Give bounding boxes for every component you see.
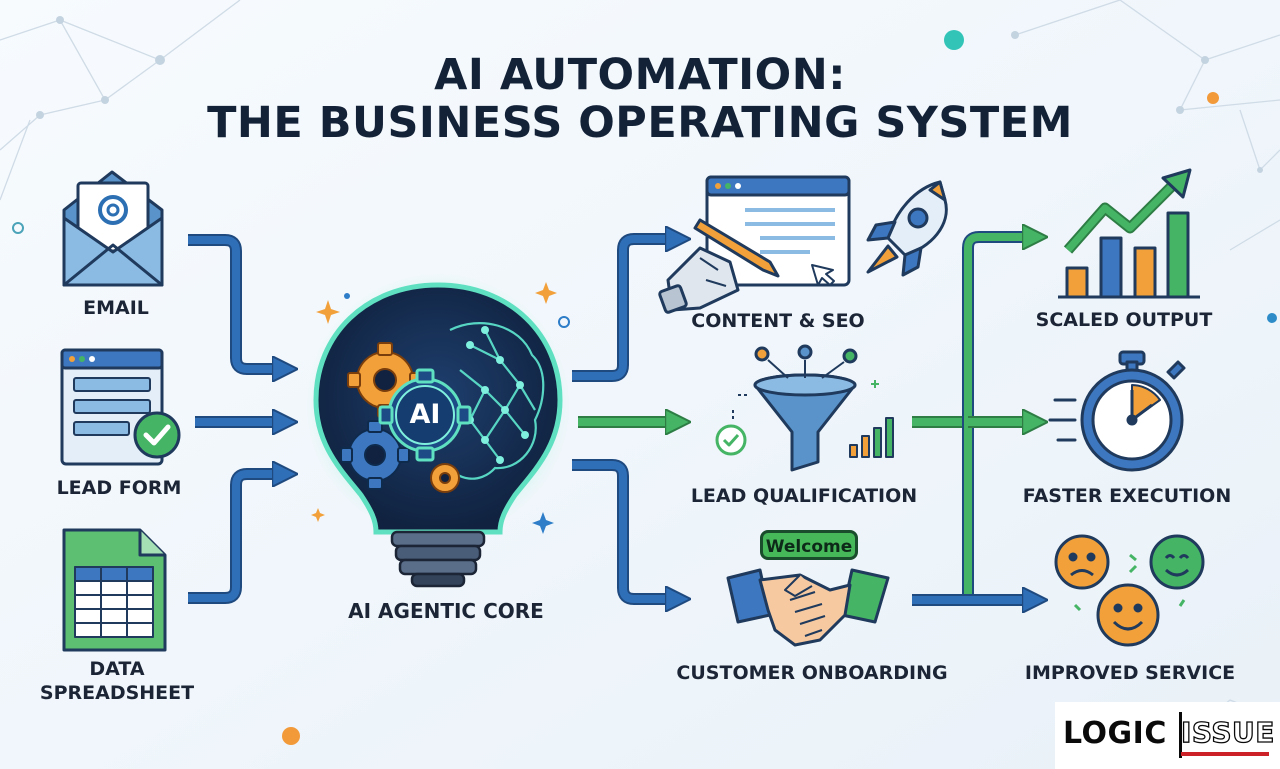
- logic-issue-logo: LOGIC ISSUE: [1055, 702, 1280, 769]
- logo-text-logic: LOGIC: [1063, 716, 1167, 751]
- label-improved-service: IMPROVED SERVICE: [1024, 662, 1236, 684]
- robot-hand-writing-icon: [658, 175, 851, 314]
- core-output-arrows: [572, 239, 678, 599]
- label-content-seo: CONTENT & SEO: [691, 310, 865, 332]
- logo-underline: [1181, 752, 1269, 756]
- lightbulb-brain-gears-icon: [306, 273, 570, 588]
- ring-dot: [12, 222, 24, 234]
- orange-dot-bottom: [282, 727, 300, 745]
- label-email: EMAIL: [83, 297, 149, 319]
- funnel-icon: [715, 344, 894, 472]
- outcome-arrows: [912, 237, 1035, 600]
- stopwatch-icon: [1048, 350, 1186, 472]
- teal-dot: [944, 30, 964, 50]
- label-ai-agentic-core: AI AGENTIC CORE: [348, 599, 544, 623]
- label-lead-qualification: LEAD QUALIFICATION: [690, 485, 918, 507]
- rocket-icon: [866, 180, 948, 277]
- smiley-faces-icon: [1054, 534, 1205, 647]
- label-spreadsheet: SPREADSHEET: [39, 682, 195, 704]
- label-faster-execution: FASTER EXECUTION: [1022, 485, 1232, 507]
- label-customer-onboarding: CUSTOMER ONBOARDING: [676, 662, 948, 684]
- blue-dot: [1267, 313, 1277, 323]
- logo-text-issue: ISSUE: [1180, 715, 1275, 749]
- label-data: DATA: [89, 658, 145, 680]
- label-scaled-output: SCALED OUTPUT: [1035, 309, 1213, 331]
- title-line-1: AI AUTOMATION:: [434, 50, 846, 100]
- bar-chart-growth-icon: [1058, 168, 1200, 299]
- network-nodes: [36, 16, 1263, 173]
- sparkle-icons: [311, 282, 570, 534]
- input-arrows: [188, 234, 285, 604]
- ai-badge: AI: [409, 399, 441, 430]
- orange-dot: [1207, 92, 1219, 104]
- handshake-icon: [726, 568, 890, 647]
- form-check-icon: [60, 348, 181, 466]
- envelope-at-icon: [62, 170, 164, 287]
- title-line-2: THE BUSINESS OPERATING SYSTEM: [207, 98, 1073, 148]
- spreadsheet-icon: [62, 528, 167, 652]
- label-lead-form: LEAD FORM: [56, 477, 182, 499]
- welcome-speech-bubble: Welcome: [760, 530, 858, 560]
- logo-separator: [1179, 712, 1182, 758]
